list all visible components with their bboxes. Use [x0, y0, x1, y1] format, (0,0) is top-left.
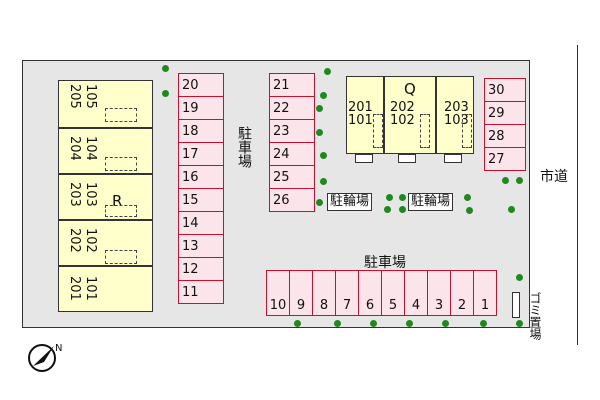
tree-icon [334, 320, 341, 327]
parking-space-26[interactable]: 26 [269, 188, 315, 212]
parking-space-4[interactable]: 4 [404, 270, 428, 316]
parking-space-10[interactable]: 10 [266, 270, 290, 316]
parking-space-18[interactable]: 18 [178, 119, 224, 143]
unit-label-q203: 203 [444, 100, 469, 115]
unit-label-101: 101 [83, 276, 98, 301]
parking-space-21[interactable]: 21 [269, 73, 315, 97]
tree-icon [399, 206, 406, 213]
garbage-area-box [512, 292, 520, 318]
parking-space-11[interactable]: 11 [178, 280, 224, 304]
unit-label-103: 103 [83, 182, 98, 207]
tree-icon [370, 320, 377, 327]
tree-icon [480, 320, 487, 327]
bicycle-parking-label-1: 駐輪場 [327, 193, 373, 211]
parking-space-17[interactable]: 17 [178, 142, 224, 166]
unit-label-q102: 102 [390, 113, 415, 128]
tree-icon [320, 92, 327, 99]
parking-label-south: 駐車場 [364, 255, 406, 271]
unit-label-201: 201 [67, 276, 82, 301]
unit-label-q201: 201 [348, 100, 373, 115]
building-r-name: R [112, 192, 123, 210]
unit-label-205: 205 [67, 84, 82, 109]
unit-label-102: 102 [83, 228, 98, 253]
parking-space-15[interactable]: 15 [178, 188, 224, 212]
tree-icon [442, 320, 449, 327]
parking-space-12[interactable]: 12 [178, 257, 224, 281]
unit-label-202: 202 [67, 228, 82, 253]
entrance-step [398, 154, 416, 163]
parking-space-28[interactable]: 28 [484, 124, 526, 148]
north-arrow-icon: N [28, 343, 62, 372]
parking-label-west: 駐車場 [236, 126, 252, 168]
road-edge-line [577, 45, 578, 345]
parking-space-22[interactable]: 22 [269, 96, 315, 120]
parking-space-29[interactable]: 29 [484, 101, 526, 125]
tree-icon [324, 68, 331, 75]
tree-icon [508, 206, 515, 213]
tree-icon [162, 90, 169, 97]
parking-space-5[interactable]: 5 [381, 270, 405, 316]
parking-space-8[interactable]: 8 [312, 270, 336, 316]
building-q-name: Q [404, 80, 416, 98]
unit-label-105: 105 [83, 84, 98, 109]
parking-space-2[interactable]: 2 [450, 270, 474, 316]
tree-icon [386, 194, 393, 201]
parking-space-16[interactable]: 16 [178, 165, 224, 189]
unit-divider [105, 250, 137, 264]
bicycle-parking-label-2: 駐輪場 [408, 193, 454, 211]
parking-space-23[interactable]: 23 [269, 119, 315, 143]
tree-icon [516, 177, 523, 184]
unit-label-204: 204 [67, 136, 82, 161]
parking-space-13[interactable]: 13 [178, 234, 224, 258]
building-r-unit-202[interactable] [58, 220, 153, 266]
building-r-unit-204[interactable] [58, 128, 153, 174]
tree-icon [502, 177, 509, 184]
parking-space-19[interactable]: 19 [178, 96, 224, 120]
tree-icon [320, 152, 327, 159]
parking-space-27[interactable]: 27 [484, 147, 526, 171]
parking-space-14[interactable]: 14 [178, 211, 224, 235]
tree-icon [320, 178, 327, 185]
parking-space-9[interactable]: 9 [289, 270, 313, 316]
unit-label-q101: 101 [348, 113, 373, 128]
unit-divider [105, 108, 137, 122]
parking-space-25[interactable]: 25 [269, 165, 315, 189]
parking-space-24[interactable]: 24 [269, 142, 315, 166]
unit-divider [105, 205, 137, 217]
north-label: N [55, 343, 62, 354]
building-q-unit-202[interactable] [384, 76, 436, 154]
parking-space-6[interactable]: 6 [358, 270, 382, 316]
tree-icon [516, 274, 523, 281]
tree-icon [466, 207, 473, 214]
building-r-unit-201[interactable] [58, 266, 153, 312]
parking-space-1[interactable]: 1 [473, 270, 497, 316]
parking-space-3[interactable]: 3 [427, 270, 451, 316]
tree-icon [294, 320, 301, 327]
entrance-step [444, 154, 462, 163]
entrance-step [355, 154, 373, 163]
parking-space-7[interactable]: 7 [335, 270, 359, 316]
unit-divider [462, 114, 472, 148]
parking-space-30[interactable]: 30 [484, 78, 526, 102]
parking-space-20[interactable]: 20 [178, 73, 224, 97]
tree-icon [316, 129, 323, 136]
tree-icon [464, 194, 471, 201]
unit-divider [420, 114, 430, 148]
unit-label-104: 104 [83, 136, 98, 161]
road-label: 市道 [540, 169, 568, 185]
unit-label-203: 203 [67, 182, 82, 207]
tree-icon [316, 105, 323, 112]
unit-divider [373, 114, 383, 148]
tree-icon [384, 206, 391, 213]
unit-divider [105, 157, 137, 171]
tree-icon [399, 194, 406, 201]
tree-icon [316, 199, 323, 206]
tree-icon [516, 320, 523, 327]
tree-icon [162, 65, 169, 72]
building-q-unit-201[interactable] [346, 76, 384, 154]
unit-label-q202: 202 [390, 100, 415, 115]
garbage-area-label: ゴミ置場 [528, 292, 542, 340]
tree-icon [406, 320, 413, 327]
building-q-unit-203[interactable] [436, 76, 474, 154]
